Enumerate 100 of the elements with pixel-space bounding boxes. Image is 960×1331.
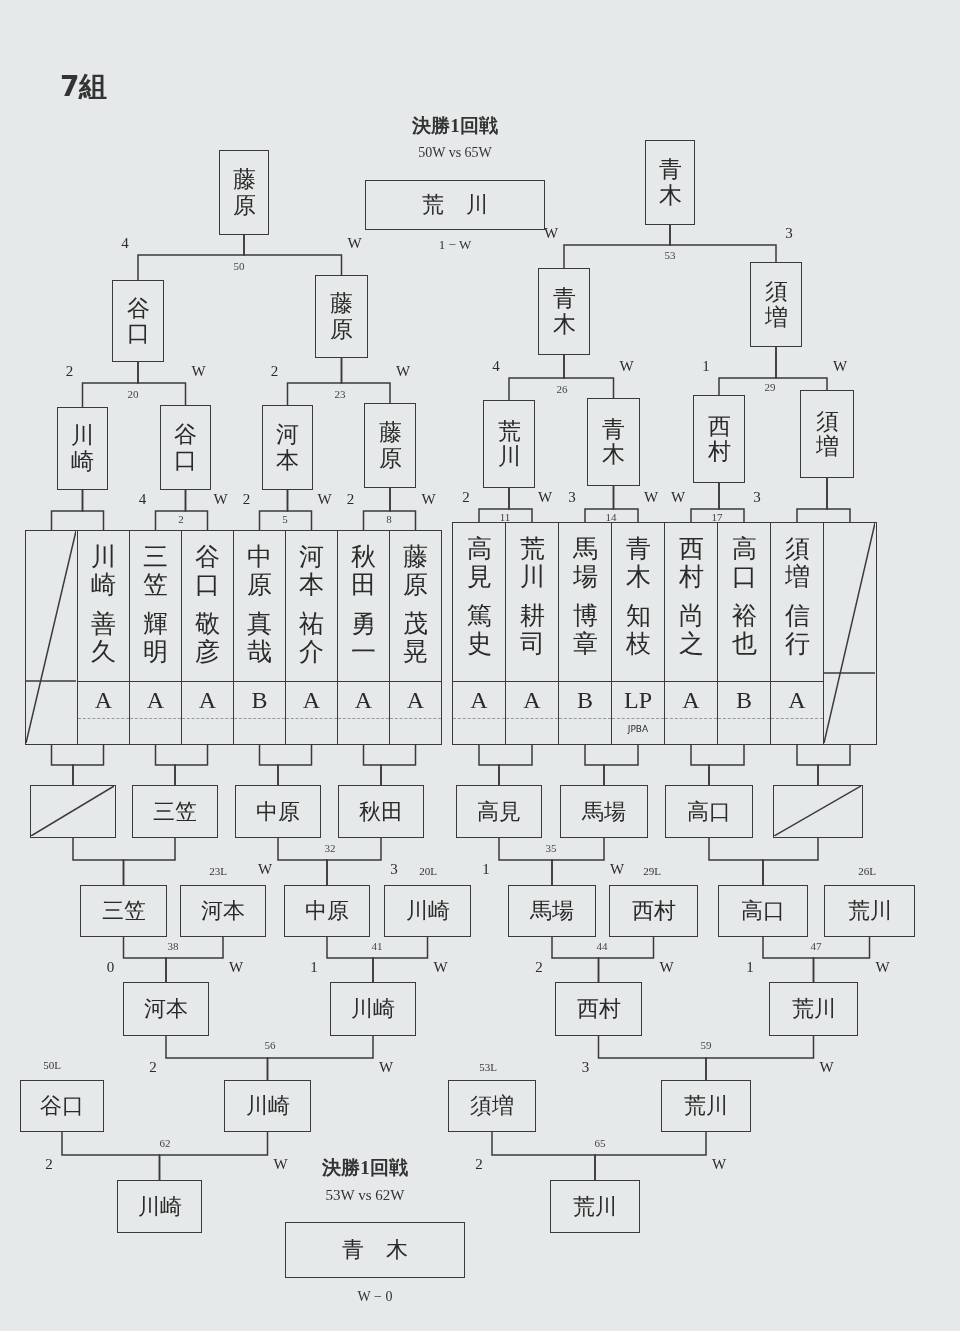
surname: 谷口 xyxy=(195,543,220,598)
bracket-line xyxy=(340,357,391,404)
bracket-line xyxy=(762,837,819,886)
score-label: W xyxy=(709,1157,729,1172)
match-number: 50 xyxy=(233,261,245,272)
bracket-line xyxy=(184,489,209,531)
surname: 高口 xyxy=(731,535,757,590)
match-number: 2 xyxy=(178,514,184,525)
score-label: W xyxy=(873,960,892,975)
match-number: 65 xyxy=(594,1138,606,1149)
score-label: 2 xyxy=(240,492,253,507)
bye-box xyxy=(823,522,877,745)
class-label: A xyxy=(682,688,700,712)
score-label: W xyxy=(226,960,246,975)
score-label: 4 xyxy=(490,359,502,374)
class-label: A xyxy=(406,688,425,712)
affiliation-label: JPBA xyxy=(627,723,649,736)
name-box xyxy=(456,785,542,838)
name-box xyxy=(508,885,596,937)
match-number: 26 xyxy=(556,384,568,395)
name-box xyxy=(80,885,167,937)
bracket-line xyxy=(612,485,639,523)
player-column xyxy=(558,522,612,745)
player-column xyxy=(611,522,665,745)
bracket-line xyxy=(286,489,313,531)
player-name: 河本 xyxy=(201,900,245,922)
player-column xyxy=(181,530,234,745)
loser-source-label: 20L xyxy=(419,866,437,877)
surname: 荒川 xyxy=(519,535,545,590)
player-name: 荒川 xyxy=(684,1095,728,1117)
name-box xyxy=(384,885,471,937)
score-label: 2 xyxy=(43,1157,55,1172)
player-name: 川崎 xyxy=(405,900,450,922)
surname: 須増 xyxy=(784,535,810,590)
name-box xyxy=(20,1080,104,1132)
match-number: 38 xyxy=(167,941,179,952)
class-label: A xyxy=(302,688,321,712)
score-label: W xyxy=(817,1060,836,1075)
score-label: W xyxy=(189,364,208,379)
name-box xyxy=(338,785,424,838)
bracket-line xyxy=(708,744,745,786)
bracket-line xyxy=(551,837,605,886)
player-name: 川崎 xyxy=(245,1095,290,1117)
result-box xyxy=(365,180,545,230)
name-box xyxy=(483,400,535,488)
score-label: 0 xyxy=(104,960,117,975)
given-name: 信行 xyxy=(784,602,810,657)
bracket-line xyxy=(326,837,382,886)
player-name: 荒川 xyxy=(497,418,521,470)
surname: 藤原 xyxy=(403,543,428,598)
player-name: 秋田 xyxy=(359,800,403,823)
name-box xyxy=(364,403,416,488)
bracket-line xyxy=(72,744,105,786)
score-label: 4 xyxy=(136,492,149,507)
loser-source-label: 26L xyxy=(858,866,876,877)
class-label: A xyxy=(788,688,806,712)
score-label: 3 xyxy=(751,490,763,505)
bracket-line xyxy=(669,224,777,263)
score-label: W xyxy=(211,492,230,507)
score-label: 3 xyxy=(566,490,578,505)
player-column xyxy=(285,530,338,745)
score-label: 1 xyxy=(308,960,320,975)
given-name: 篤史 xyxy=(466,602,492,657)
player-name: 西村 xyxy=(576,998,621,1020)
player-name: 荒 川 xyxy=(422,194,488,216)
match-number: 56 xyxy=(264,1040,276,1051)
match-number: 41 xyxy=(371,941,383,952)
player-name: 青 木 xyxy=(342,1239,408,1261)
score-label: W xyxy=(830,359,850,374)
match-number: 20 xyxy=(127,389,139,400)
surname: 高見 xyxy=(466,535,492,590)
score-label: 2 xyxy=(533,960,545,975)
match-number: 59 xyxy=(700,1040,712,1051)
player-name: 荒川 xyxy=(573,1195,617,1218)
name-box xyxy=(123,982,209,1036)
round-heading: 決勝1回戦 xyxy=(322,1158,408,1177)
name-box xyxy=(284,885,370,937)
surname: 三笠 xyxy=(143,543,168,598)
bracket-line xyxy=(389,487,417,531)
player-name: 川崎 xyxy=(71,423,94,474)
match-number: 14 xyxy=(605,512,617,523)
score-label: W xyxy=(255,862,275,877)
surname: 川崎 xyxy=(91,543,116,598)
player-name: 三笠 xyxy=(101,900,146,922)
player-name: 高口 xyxy=(687,800,731,823)
class-label: LP xyxy=(624,688,652,712)
score-label: W xyxy=(345,236,364,251)
name-box xyxy=(718,885,808,937)
player-name: 高見 xyxy=(477,800,521,823)
name-box xyxy=(117,1180,202,1233)
score-label: W xyxy=(607,862,627,877)
player-name: 河本 xyxy=(144,998,188,1020)
player-name: 青木 xyxy=(552,286,576,337)
surname: 西村 xyxy=(678,535,704,590)
score-label: 3 xyxy=(783,226,795,241)
match-number: 23 xyxy=(334,389,346,400)
surname: 中原 xyxy=(247,543,272,598)
score-label: W xyxy=(431,960,450,975)
bracket-line xyxy=(266,1035,374,1081)
bracket-line xyxy=(775,346,828,391)
